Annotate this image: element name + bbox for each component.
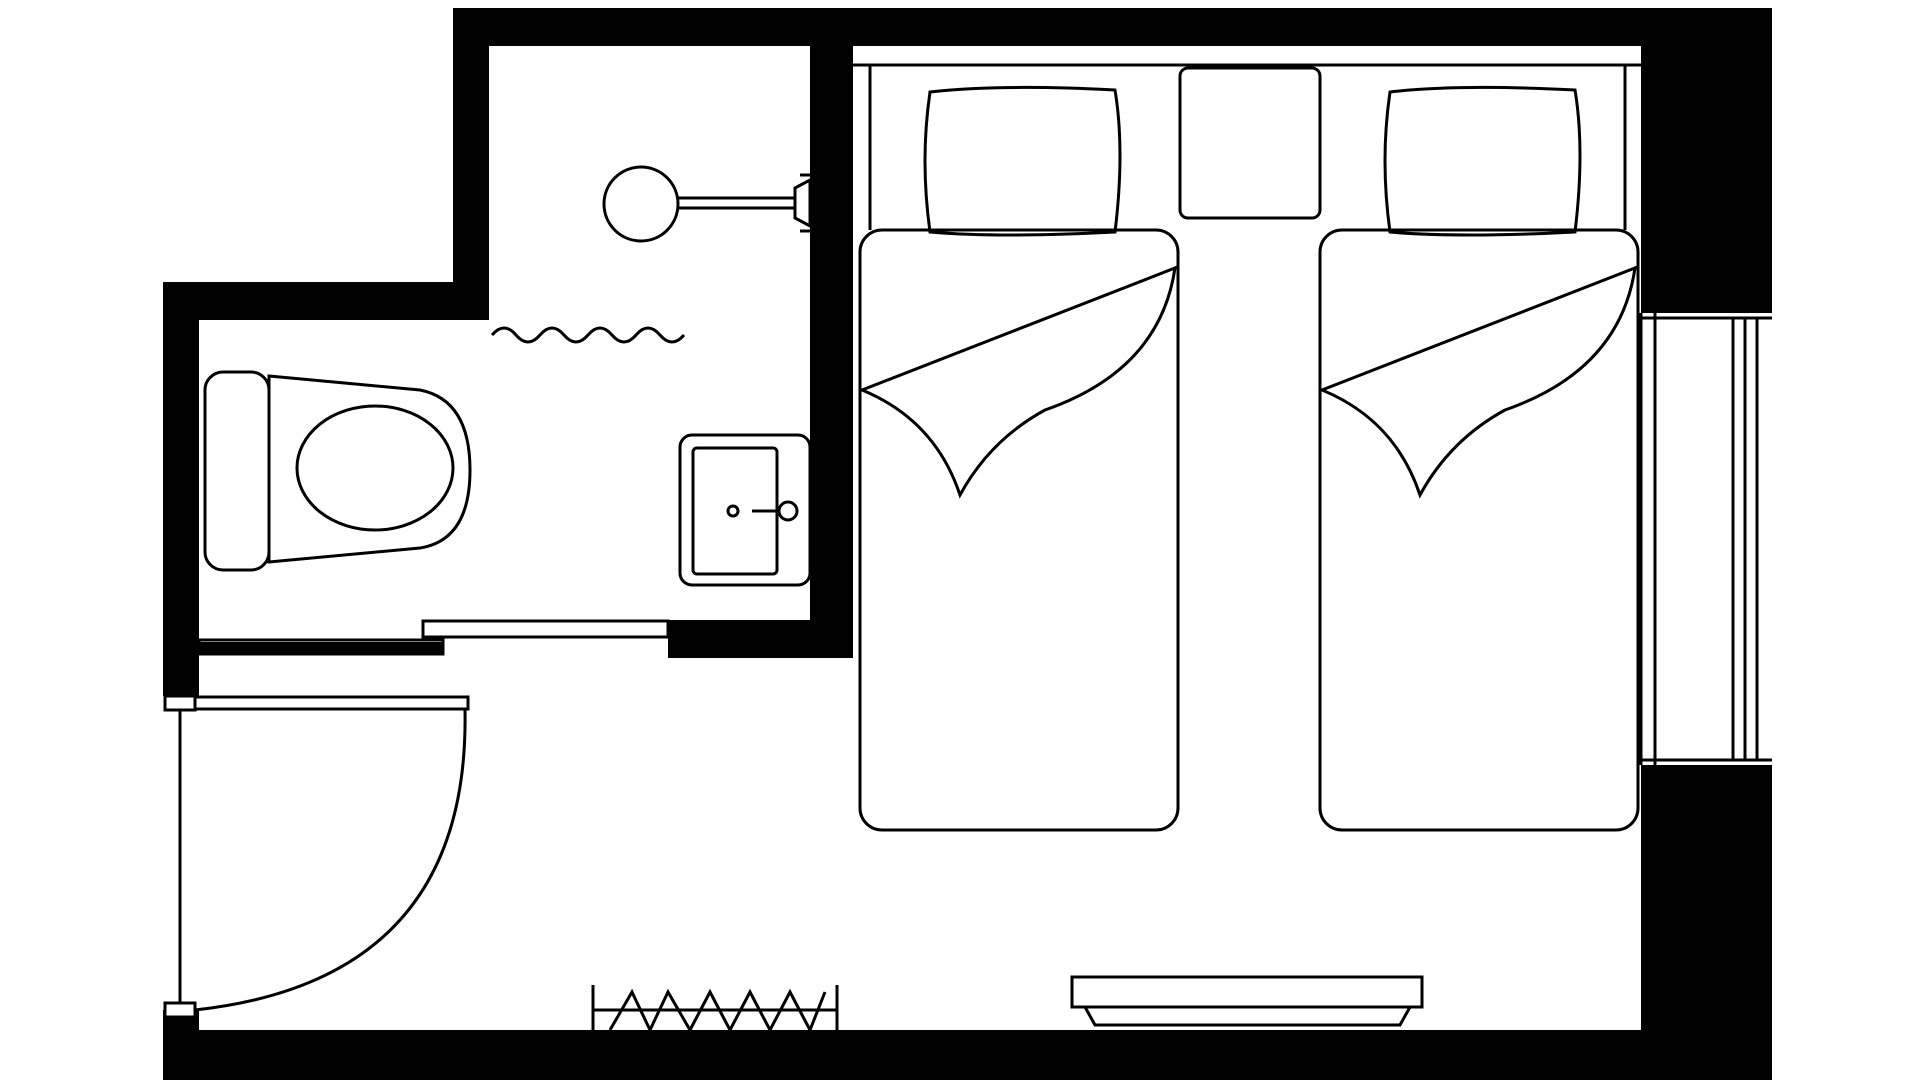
window xyxy=(1641,313,1772,765)
shower-water-icon xyxy=(490,326,686,344)
mattress xyxy=(1318,228,1640,832)
nightstand xyxy=(1178,66,1322,220)
door-leaf xyxy=(193,695,470,711)
entrance-door xyxy=(163,694,470,1019)
toilet-bowl xyxy=(267,374,472,564)
bathroom xyxy=(197,165,812,656)
desk-shelf xyxy=(1070,975,1424,1027)
shower-head-icon xyxy=(602,165,680,243)
wall-right-lower xyxy=(1641,765,1772,1080)
walls xyxy=(163,8,1772,1080)
wall-bath-left xyxy=(163,282,199,696)
drain-icon xyxy=(726,504,740,518)
toilet-seat xyxy=(295,404,455,532)
wall-partition xyxy=(810,46,853,658)
wall-partition-stub xyxy=(668,620,853,658)
faucet-icon xyxy=(777,500,799,522)
door-jamb-upper xyxy=(163,694,197,712)
wall-top xyxy=(453,8,1772,46)
door-swing-arc xyxy=(194,709,467,1012)
pillow xyxy=(923,85,1122,237)
wall-right-upper xyxy=(1641,8,1772,313)
luggage-rack xyxy=(591,985,839,1034)
wall-inner-lines xyxy=(853,63,1643,765)
wall-bath-upper-left xyxy=(453,8,489,320)
door-jamb-lower xyxy=(163,1001,197,1019)
toilet-tank xyxy=(203,370,271,572)
single-bed-2 xyxy=(1317,85,1640,832)
bedroom xyxy=(591,66,1772,1034)
bathroom-door-track-fill xyxy=(199,642,443,653)
bathroom-sliding-door xyxy=(421,619,670,639)
shower-valve-icon xyxy=(793,173,812,233)
wall-left-lower xyxy=(163,1010,199,1080)
wall-bottom xyxy=(163,1030,1772,1080)
wall-bath-step xyxy=(163,282,489,320)
blanket-fold xyxy=(857,265,1177,499)
mattress xyxy=(858,228,1180,832)
washbasin-counter xyxy=(678,433,812,587)
single-bed-1 xyxy=(857,85,1180,832)
blanket-fold xyxy=(1317,265,1637,499)
pillow xyxy=(1383,85,1582,237)
